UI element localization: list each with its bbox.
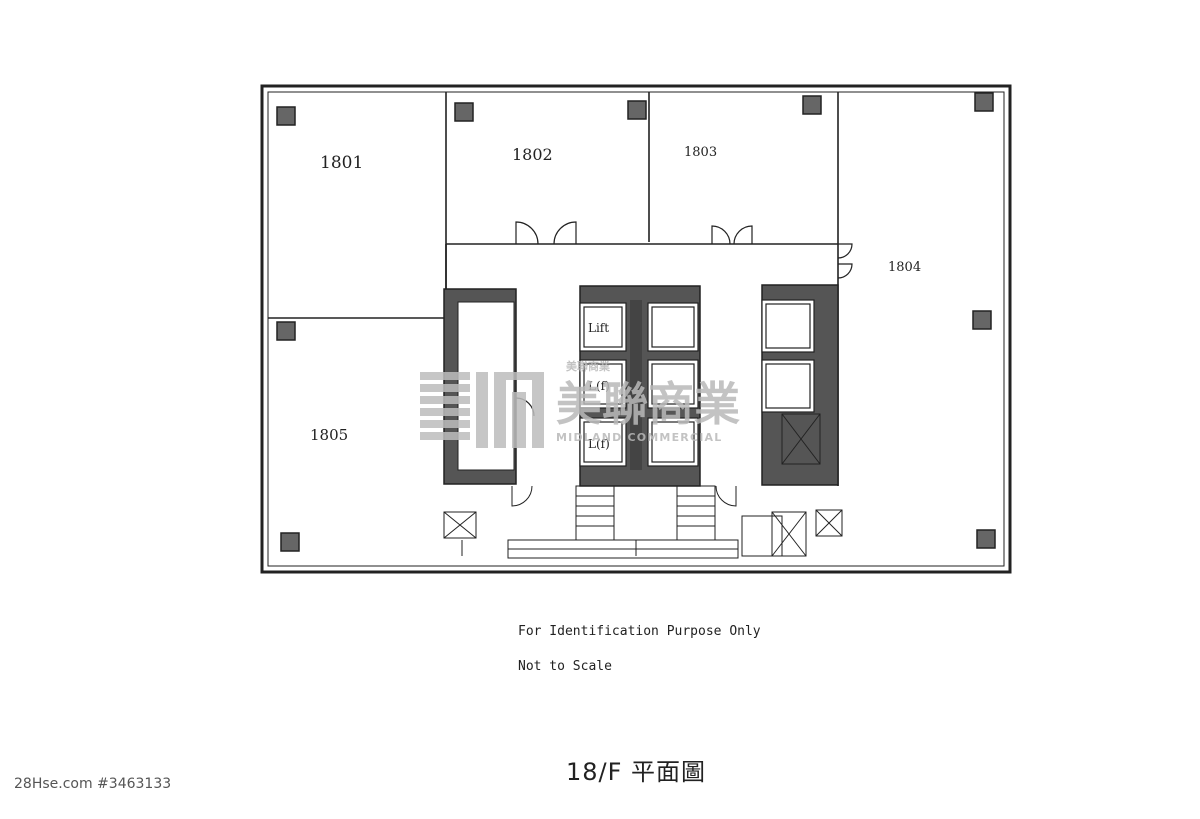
watermark: 美聯商業 MIDLAND COMMERCIAL 美聯商業: [420, 359, 740, 448]
identification-note: For Identification Purpose Only: [518, 624, 761, 639]
watermark-chinese: 美聯商業: [556, 377, 740, 431]
building-outline: [260, 84, 1012, 574]
watermark-english: MIDLAND COMMERCIAL: [556, 431, 722, 444]
structural-columns: [276, 92, 996, 552]
unit-partitions: [268, 92, 839, 486]
scale-note: Not to Scale: [518, 659, 612, 674]
unit-label-1804: 1804: [888, 260, 921, 275]
unit-label-1803: 1803: [684, 145, 717, 160]
unit-label-1801: 1801: [320, 153, 363, 173]
floor-plan-title: 18/F 平面圖: [566, 758, 707, 786]
watermark-logo-mark: [420, 372, 544, 448]
staircases: [443, 413, 843, 559]
unit-label-1802: 1802: [512, 145, 553, 164]
lift-label-3: L(f): [588, 437, 610, 451]
unit-label-1805: 1805: [310, 426, 348, 444]
lift-label-1: Lift: [588, 321, 609, 335]
watermark-small: 美聯商業: [566, 359, 611, 373]
lift-labels: Lift L(f) L(f): [588, 321, 610, 451]
unit-labels: 1801 1802 1803 1804 1805: [310, 145, 921, 444]
lift-label-2: L(f): [588, 379, 610, 393]
lift-cars: [579, 299, 815, 467]
listing-credit: 28Hse.com #3463133: [14, 776, 172, 792]
